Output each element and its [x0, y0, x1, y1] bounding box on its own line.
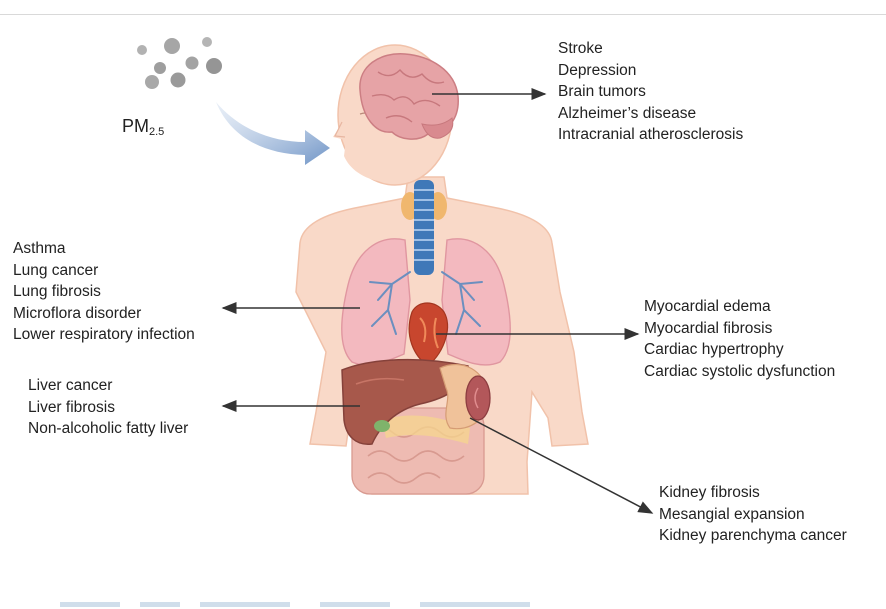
brain-diseases-list: Stroke Depression Brain tumors Alzheimer… [558, 38, 743, 146]
heart-disease-item: Myocardial fibrosis [644, 318, 835, 340]
brain-disease-item: Intracranial atherosclerosis [558, 124, 743, 146]
lung-disease-item: Lung fibrosis [13, 281, 195, 303]
pm-particles [137, 37, 222, 89]
kidney [466, 376, 490, 420]
brain-disease-item: Depression [558, 60, 743, 82]
brain [360, 54, 458, 139]
kidney-disease-item: Mesangial expansion [659, 504, 847, 526]
liver-diseases-list: Liver cancer Liver fibrosis Non-alcoholi… [28, 375, 188, 440]
pm25-label-subscript: 2.5 [149, 126, 164, 138]
heart-disease-item: Cardiac hypertrophy [644, 339, 835, 361]
lung-disease-item: Microflora disorder [13, 303, 195, 325]
pm25-label: PM2.5 [122, 116, 164, 138]
kidney-disease-item: Kidney fibrosis [659, 482, 847, 504]
lung-disease-item: Asthma [13, 238, 195, 260]
trachea [414, 180, 434, 275]
kidney-diseases-list: Kidney fibrosis Mesangial expansion Kidn… [659, 482, 847, 547]
pm25-label-main: PM [122, 116, 149, 136]
lung-diseases-list: Asthma Lung cancer Lung fibrosis Microfl… [13, 238, 195, 346]
heart-disease-item: Cardiac systolic dysfunction [644, 361, 835, 383]
liver-disease-item: Non-alcoholic fatty liver [28, 418, 188, 440]
kidney-disease-item: Kidney parenchyma cancer [659, 525, 847, 547]
brain-disease-item: Brain tumors [558, 81, 743, 103]
liver-disease-item: Liver fibrosis [28, 397, 188, 419]
brain-disease-item: Stroke [558, 38, 743, 60]
cropped-caption-fragment [60, 598, 580, 609]
inflow-arrow [216, 102, 330, 165]
liver-disease-item: Liver cancer [28, 375, 188, 397]
lung-disease-item: Lung cancer [13, 260, 195, 282]
heart-disease-item: Myocardial edema [644, 296, 835, 318]
lung-disease-item: Lower respiratory infection [13, 324, 195, 346]
heart-diseases-list: Myocardial edema Myocardial fibrosis Car… [644, 296, 835, 382]
brain-disease-item: Alzheimer’s disease [558, 103, 743, 125]
